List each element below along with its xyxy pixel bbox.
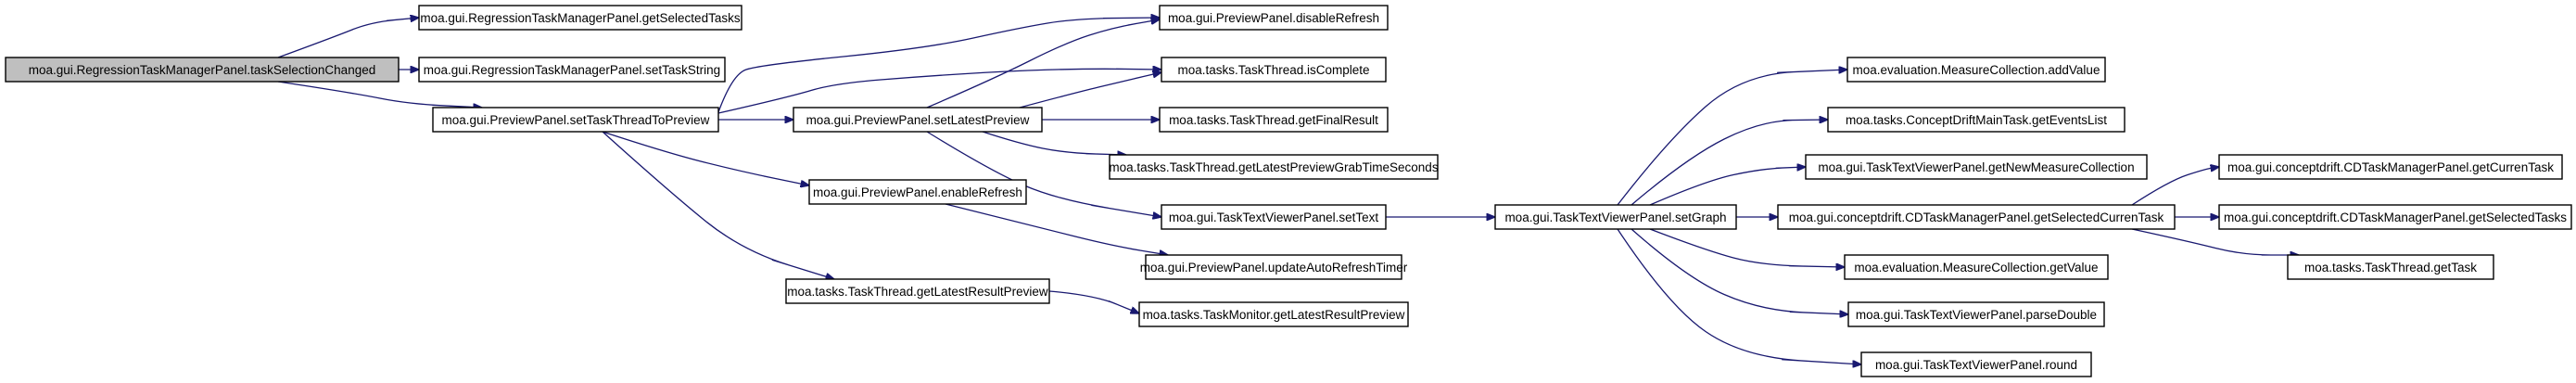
- node-taskthread-getfinalresult[interactable]: moa.tasks.TaskThread.getFinalResult: [1159, 107, 1389, 133]
- edge-n6-to-n13: [1048, 290, 1139, 313]
- node-label: moa.gui.conceptdrift.CDTaskManagerPanel.…: [2227, 160, 2554, 174]
- node-tasktextviewerpanel-settext[interactable]: moa.gui.TaskTextViewerPanel.setText: [1161, 204, 1387, 230]
- node-taskthread-getlatestpreviewgrabtimeseconds[interactable]: moa.tasks.TaskThread.getLatestPreviewGra…: [1109, 154, 1439, 180]
- node-tasktextviewerpanel-round[interactable]: moa.gui.TaskTextViewerPanel.round: [1860, 351, 2092, 377]
- edge-layer: [277, 18, 2299, 364]
- node-cdtaskmanagerpanel-getselectedcurrentask[interactable]: moa.gui.conceptdrift.CDTaskManagerPanel.…: [1777, 204, 2176, 230]
- edge-n0-to-n1: [277, 18, 419, 58]
- node-label: moa.evaluation.MeasureCollection.getValu…: [1854, 261, 2098, 274]
- node-box: [1161, 57, 1387, 83]
- node-tasktextviewerpanel-getnewmeasurecollection[interactable]: moa.gui.TaskTextViewerPanel.getNewMeasur…: [1805, 154, 2148, 180]
- node-box: [1138, 301, 1409, 327]
- node-box: [1109, 154, 1439, 180]
- edge-n3-to-n5: [602, 131, 809, 185]
- node-label: moa.gui.RegressionTaskManagerPanel.taskS…: [29, 63, 375, 77]
- edge-n14-to-n16: [1631, 120, 1828, 206]
- edge-n18-to-n24: [2131, 228, 2299, 255]
- node-box: [1805, 154, 2148, 180]
- edge-n4-to-n7: [926, 19, 1160, 109]
- node-label: moa.tasks.TaskMonitor.getLatestResultPre…: [1143, 308, 1405, 322]
- node-box: [2287, 254, 2494, 280]
- node-label: moa.gui.TaskTextViewerPanel.round: [1875, 358, 2077, 372]
- node-label: moa.tasks.TaskThread.getFinalResult: [1169, 113, 1378, 127]
- node-label: moa.gui.conceptdrift.CDTaskManagerPanel.…: [2224, 211, 2567, 224]
- edge-n14-to-n19: [1649, 228, 1845, 267]
- edge-n18-to-n22: [2131, 167, 2219, 206]
- node-cdtaskmanagerpanel-getselectedtasks[interactable]: moa.gui.conceptdrift.CDTaskManagerPanel.…: [2218, 204, 2572, 230]
- node-box: [1159, 5, 1389, 31]
- edge-n14-to-n17: [1649, 167, 1806, 206]
- edge-n14-to-n20: [1631, 228, 1848, 314]
- edge-n14-to-n15: [1617, 70, 1847, 206]
- node-label: moa.gui.PreviewPanel.updateAutoRefreshTi…: [1140, 261, 1408, 274]
- node-box: [1827, 107, 2126, 133]
- node-taskthread-gettask[interactable]: moa.tasks.TaskThread.getTask: [2287, 254, 2494, 280]
- node-box: [418, 5, 742, 31]
- node-previewpanel-updateautorefreshtimer[interactable]: moa.gui.PreviewPanel.updateAutoRefreshTi…: [1140, 254, 1408, 280]
- node-label: moa.gui.TaskTextViewerPanel.setGraph: [1504, 211, 1726, 224]
- node-regressiontaskmanagerpanel-getselectedtasks[interactable]: moa.gui.RegressionTaskManagerPanel.getSe…: [418, 5, 742, 31]
- node-box: [2218, 154, 2563, 180]
- edge-n3-to-n6: [602, 131, 834, 279]
- node-box: [5, 57, 400, 83]
- node-label: moa.gui.TaskTextViewerPanel.setText: [1169, 211, 1379, 224]
- node-label: moa.tasks.TaskThread.getLatestPreviewGra…: [1109, 160, 1438, 174]
- node-box: [1494, 204, 1737, 230]
- node-regressiontaskmanagerpanel-taskselectionchanged[interactable]: moa.gui.RegressionTaskManagerPanel.taskS…: [5, 57, 400, 83]
- node-box: [432, 107, 719, 133]
- node-measurecollection-addvalue[interactable]: moa.evaluation.MeasureCollection.addValu…: [1846, 57, 2106, 83]
- node-box: [1777, 204, 2176, 230]
- edge-n3-to-n8: [717, 69, 1161, 114]
- node-box: [1161, 204, 1387, 230]
- node-label: moa.gui.PreviewPanel.enableRefresh: [813, 185, 1022, 199]
- node-tasktextviewerpanel-setgraph[interactable]: moa.gui.TaskTextViewerPanel.setGraph: [1494, 204, 1737, 230]
- edge-n3-to-n7: [717, 18, 1160, 113]
- node-conceptdriftmaintask-geteventslist[interactable]: moa.tasks.ConceptDriftMainTask.getEvents…: [1827, 107, 2126, 133]
- node-box: [1860, 351, 2092, 377]
- node-label: moa.tasks.TaskThread.getTask: [2304, 261, 2477, 274]
- node-previewpanel-disablerefresh[interactable]: moa.gui.PreviewPanel.disableRefresh: [1159, 5, 1389, 31]
- edge-n4-to-n8: [1019, 72, 1161, 109]
- node-label: moa.evaluation.MeasureCollection.addValu…: [1853, 63, 2100, 77]
- node-label: moa.gui.TaskTextViewerPanel.parseDouble: [1856, 308, 2097, 322]
- node-label: moa.tasks.ConceptDriftMainTask.getEvents…: [1846, 113, 2107, 127]
- node-previewpanel-enablerefresh[interactable]: moa.gui.PreviewPanel.enableRefresh: [808, 179, 1027, 205]
- edge-n5-to-n12: [945, 203, 1168, 255]
- node-cdtaskmanagerpanel-getcurrentask[interactable]: moa.gui.conceptdrift.CDTaskManagerPanel.…: [2218, 154, 2563, 180]
- node-box: [418, 57, 726, 83]
- edge-n4-to-n11: [926, 131, 1161, 217]
- node-box: [1844, 254, 2109, 280]
- node-label: moa.gui.RegressionTaskManagerPanel.setTa…: [424, 63, 720, 77]
- node-box: [1846, 57, 2106, 83]
- edge-n4-to-n10: [982, 131, 1126, 155]
- node-box: [793, 107, 1043, 133]
- node-tasktextviewerpanel-parsedouble[interactable]: moa.gui.TaskTextViewerPanel.parseDouble: [1847, 301, 2105, 327]
- node-box: [1145, 254, 1402, 280]
- node-label: moa.gui.PreviewPanel.setLatestPreview: [806, 113, 1030, 127]
- node-layer: moa.gui.RegressionTaskManagerPanel.taskS…: [5, 5, 2572, 377]
- node-box: [1159, 107, 1389, 133]
- node-label: moa.tasks.TaskThread.getLatestResultPrev…: [787, 285, 1048, 299]
- node-previewpanel-setlatestpreview[interactable]: moa.gui.PreviewPanel.setLatestPreview: [793, 107, 1043, 133]
- edge-n0-to-n3: [277, 81, 482, 108]
- node-label: moa.gui.RegressionTaskManagerPanel.getSe…: [420, 11, 740, 25]
- node-label: moa.gui.PreviewPanel.disableRefresh: [1168, 11, 1379, 25]
- node-box: [808, 179, 1027, 205]
- node-label: moa.tasks.TaskThread.isComplete: [1177, 63, 1369, 77]
- node-previewpanel-settaskthreadtopreview[interactable]: moa.gui.PreviewPanel.setTaskThreadToPrev…: [432, 107, 719, 133]
- node-label: moa.gui.PreviewPanel.setTaskThreadToPrev…: [442, 113, 710, 127]
- node-regressiontaskmanagerpanel-settaskstring[interactable]: moa.gui.RegressionTaskManagerPanel.setTa…: [418, 57, 726, 83]
- node-label: moa.gui.TaskTextViewerPanel.getNewMeasur…: [1818, 160, 2134, 174]
- node-taskthread-getlatestresultpreview[interactable]: moa.tasks.TaskThread.getLatestResultPrev…: [785, 278, 1050, 304]
- node-measurecollection-getvalue[interactable]: moa.evaluation.MeasureCollection.getValu…: [1844, 254, 2109, 280]
- node-label: moa.gui.conceptdrift.CDTaskManagerPanel.…: [1789, 211, 2164, 224]
- node-taskthread-iscomplete[interactable]: moa.tasks.TaskThread.isComplete: [1161, 57, 1387, 83]
- edge-n14-to-n21: [1617, 228, 1861, 364]
- node-taskmonitor-getlatestresultpreview[interactable]: moa.tasks.TaskMonitor.getLatestResultPre…: [1138, 301, 1409, 327]
- node-box: [785, 278, 1050, 304]
- node-box: [2218, 204, 2572, 230]
- node-box: [1847, 301, 2105, 327]
